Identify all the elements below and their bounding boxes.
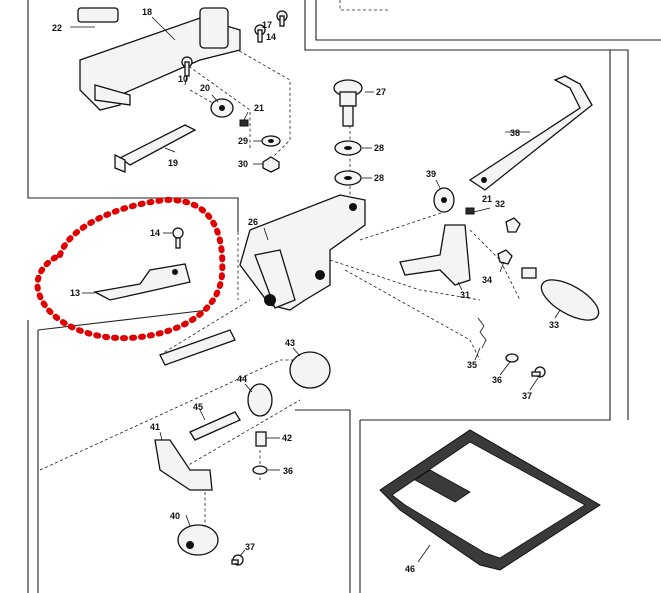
part-38-lever (468, 75, 593, 191)
part-labels: 10 13 14 14 17 18 19 20 21 21 22 26 27 2… (52, 7, 559, 574)
label-42: 42 (282, 433, 292, 443)
label-26: 26 (248, 217, 258, 227)
label-36-b: 36 (283, 466, 293, 476)
lower-parts (154, 329, 331, 566)
label-31: 31 (460, 290, 470, 300)
label-22: 22 (52, 23, 62, 33)
label-30: 30 (238, 159, 248, 169)
label-32: 32 (495, 199, 505, 209)
label-21-a: 21 (254, 103, 264, 113)
label-35: 35 (467, 360, 477, 370)
part-33-handle (497, 217, 600, 321)
part-19-rod (114, 124, 197, 173)
part-26-block (239, 194, 366, 311)
label-19: 19 (168, 158, 178, 168)
label-14-b: 14 (266, 32, 276, 42)
leader-lines (70, 16, 561, 563)
label-29: 29 (238, 136, 248, 146)
label-46: 46 (405, 564, 415, 574)
label-28-a: 28 (374, 143, 384, 153)
parts-27-28 (333, 79, 363, 186)
frame-lines (27, 0, 661, 593)
label-17: 17 (262, 20, 272, 30)
label-20: 20 (200, 83, 210, 93)
label-33: 33 (549, 320, 559, 330)
label-38: 38 (510, 128, 520, 138)
label-43: 43 (285, 338, 295, 348)
label-44: 44 (237, 374, 247, 384)
part-18-bracket (77, 7, 241, 111)
label-27: 27 (376, 87, 386, 97)
part-46-gasket (379, 429, 601, 571)
label-28-b: 28 (374, 173, 384, 183)
label-37-a: 37 (522, 391, 532, 401)
label-36-a: 36 (492, 375, 502, 385)
label-14-a: 14 (150, 228, 160, 238)
red-highlight-circle (34, 196, 226, 342)
label-39: 39 (426, 169, 436, 179)
label-45: 45 (193, 402, 203, 412)
label-13: 13 (70, 288, 80, 298)
label-40: 40 (170, 511, 180, 521)
part-31-39 (399, 187, 475, 286)
label-37-b: 37 (245, 542, 255, 552)
label-41: 41 (150, 422, 160, 432)
part-13-14 (93, 227, 191, 301)
label-21-b: 21 (482, 194, 492, 204)
label-18: 18 (142, 7, 152, 17)
label-34: 34 (482, 275, 492, 285)
parts-35-36-37 (477, 317, 546, 378)
label-10: 10 (178, 74, 188, 84)
small-hardware-top (181, 10, 288, 173)
